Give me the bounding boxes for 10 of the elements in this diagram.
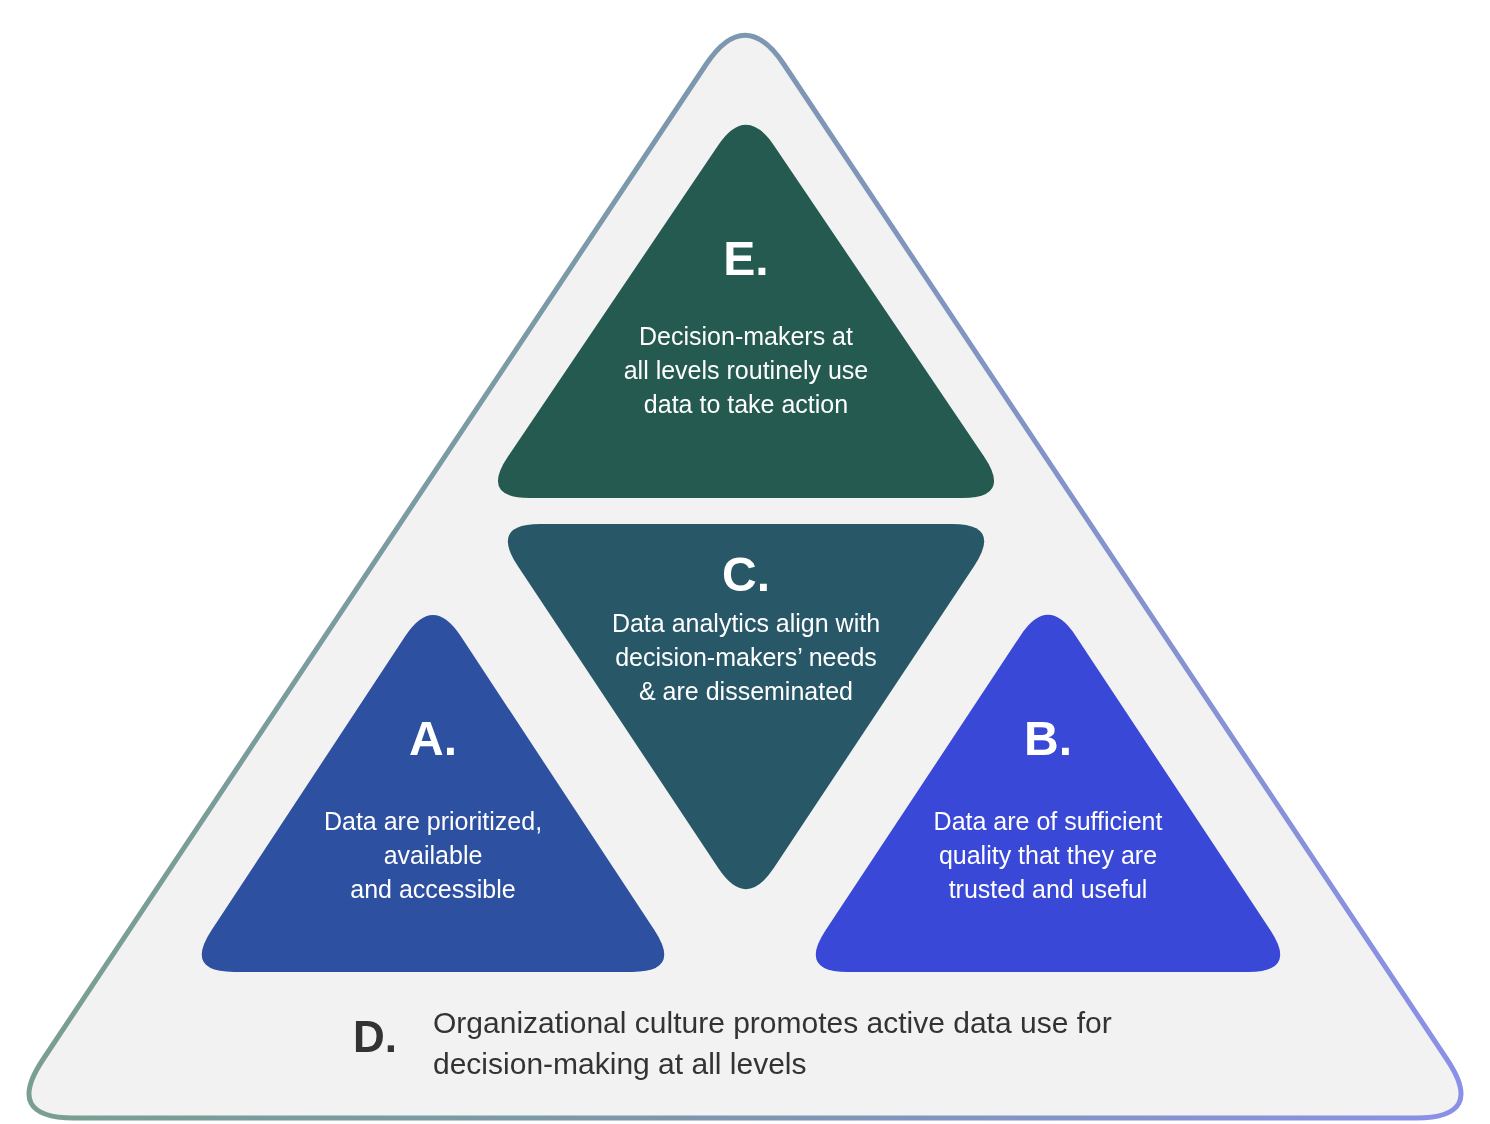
- section-letter: C.: [721, 548, 771, 602]
- section-description: Data are of sufficient quality that they are trusted and useful: [932, 806, 1164, 905]
- section-letter: B.: [1023, 712, 1073, 766]
- section-letter: D.: [352, 1011, 398, 1063]
- section-description: Data are prioritized, available and accessible: [322, 806, 544, 905]
- section-description: Data analytics align with decision-makers’ needs & are disseminated: [610, 608, 882, 707]
- section-letter: E.: [722, 232, 770, 286]
- section-description: Organizational culture promotes active data use for decision-making at all levels: [433, 1005, 1113, 1082]
- section-description: Decision-makers at all levels routinely use data to take action: [622, 321, 870, 420]
- section-letter: A.: [408, 712, 458, 766]
